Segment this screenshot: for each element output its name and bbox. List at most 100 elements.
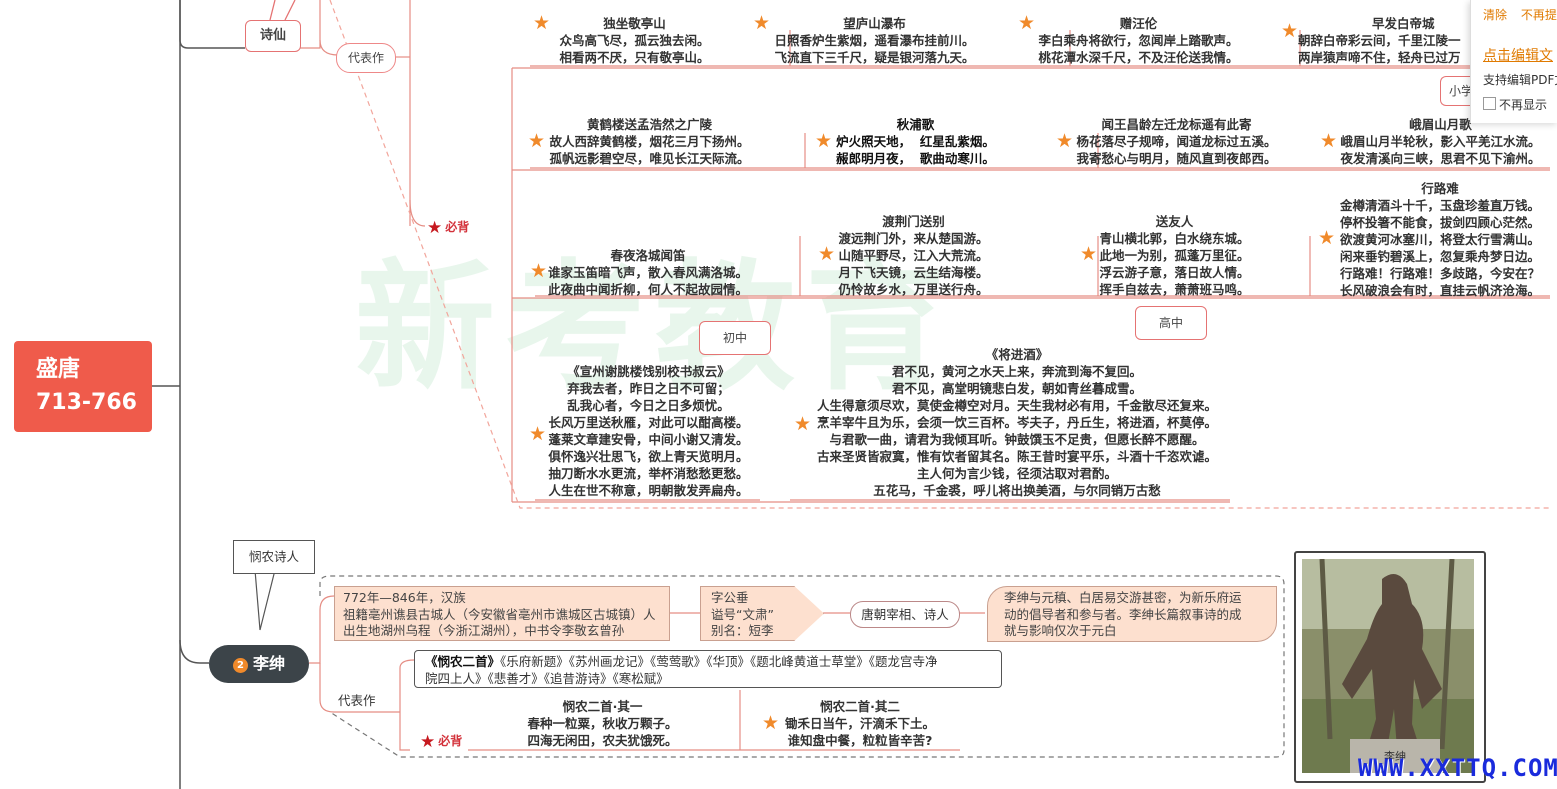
works-line: 《悯农二首》《乐府新题》《苏州画龙记》《莺莺歌》《华顶》《题北峰黄道士草堂》《题… <box>425 653 991 670</box>
era-node[interactable]: 盛唐 713-766 <box>14 341 152 432</box>
poem-minnong-1[interactable]: 悯农二首·其一 春种一粒粟，秋收万颗子。 四海无闲田，农夫犹饿死。 <box>520 698 685 749</box>
poem-jiangjinjiu[interactable]: 《将进酒》 君不见，黄河之水天上来，奔流到海不复回。 君不见，高堂明镜悲白发，朝… <box>812 346 1222 499</box>
edit-link[interactable]: 点击编辑文 <box>1483 48 1553 64</box>
poem-line: 月下飞天镜，云生结海楼。 <box>838 265 989 280</box>
works-line-2: 院四上人》《悲善才》《追昔游诗》《寒松赋》 <box>425 671 669 686</box>
poem-title: 闻王昌龄左迁龙标遥有此寄 <box>1101 117 1252 132</box>
no-show-checkbox[interactable] <box>1483 97 1496 110</box>
li-shen-works-label[interactable]: 代表作 <box>338 690 376 709</box>
poem-wangchangling[interactable]: 闻王昌龄左迁龙标遥有此寄 杨花落尽子规啼，闻道龙标过五溪。 我寄愁心与明月，随风… <box>1074 116 1279 167</box>
poem-title: 峨眉山月歌 <box>1409 117 1472 132</box>
poem-qiupu[interactable]: 秋浦歌 炉火照天地， 红星乱紫烟。 赧郎明月夜， 歌曲动寒川。 <box>833 116 998 167</box>
poem-line: 两岸猿声啼不住，轻舟已过万 <box>1298 50 1461 65</box>
site-watermark: WWW.XXTTQ.COM <box>1358 754 1557 782</box>
li-bai-label[interactable]: 诗仙 <box>245 20 301 52</box>
star-icon: ★ <box>529 423 547 445</box>
li-bai-works-label[interactable]: 代表作 <box>336 43 396 73</box>
li-shen-must-text: 必背 <box>438 734 463 748</box>
clear-button[interactable]: 清除 <box>1483 8 1508 22</box>
works-rest: 《乐府新题》《苏州画龙记》《莺莺歌》《华顶》《题北峰黄道士草堂》《题龙宫寺净 <box>500 654 938 669</box>
poem-line: 俱怀逸兴壮思飞，欲上青天览明月。 <box>548 449 749 464</box>
poem-wanglun[interactable]: 赠汪伦 李白乘舟将欲行，忽闻岸上踏歌声。 桃花潭水深千尺，不及汪伦送我情。 <box>1036 15 1241 66</box>
poem-line: 挥手自兹去，萧萧班马鸣。 <box>1099 282 1250 297</box>
order-number-badge: 2 <box>232 658 248 673</box>
poem-xiantiao[interactable]: 《宣州谢朓楼饯别校书叔云》 弃我去者，昨日之日不可留； 乱我心者，今日之日多烦忧… <box>546 363 751 499</box>
bio-line: 772年—846年，汉族 <box>343 590 466 605</box>
poem-line: 君不见，高堂明镜悲白发，朝如青丝暮成雪。 <box>891 381 1142 396</box>
star-icon: ★ <box>1320 130 1338 152</box>
li-shen-node[interactable]: 2 李绅 <box>209 645 309 683</box>
bio-line: 祖籍亳州谯县古城人（今安徽省亳州市谯城区古城镇）人 <box>343 606 656 622</box>
level-junior-bubble[interactable]: 初中 <box>699 321 771 355</box>
poem-line: 故人西辞黄鹤楼，烟花三月下扬州。 <box>549 134 750 149</box>
poem-line: 众鸟高飞尽，孤云独去闲。 <box>559 33 710 48</box>
poem-line: 闲来垂钓碧溪上，忽复乘舟梦日边。 <box>1339 249 1540 264</box>
poem-title: 《宣州谢朓楼饯别校书叔云》 <box>567 364 730 379</box>
li-shen-desc[interactable]: 李绅与元稹、白居易交游甚密，为新乐府运 动的倡导者和参与者。李绅长篇叙事诗的成 … <box>987 586 1277 642</box>
star-icon: ★ <box>1018 12 1036 34</box>
poem-line: 长风破浪会有时，直挂云帆济沧海。 <box>1339 283 1540 298</box>
poem-line: 乱我心者，今日之日多烦忧。 <box>567 398 730 413</box>
level-senior-bubble[interactable]: 高中 <box>1135 306 1207 340</box>
poem-line: 峨眉山月半轮秋，影入平羌江水流。 <box>1340 134 1541 149</box>
poem-line: 渡远荆门外，来从楚国游。 <box>838 231 989 246</box>
poem-line: 日照香炉生紫烟，遥看瀑布挂前川。 <box>774 33 975 48</box>
poem-line: 与君歌一曲，请君为我倾耳听。钟鼓馔玉不足贵，但愿长醉不愿醒。 <box>829 432 1205 447</box>
li-shen-bio[interactable]: 772年—846年，汉族 祖籍亳州谯县古城人（今安徽省亳州市谯城区古城镇）人 出… <box>334 586 670 641</box>
star-icon: ★ <box>530 260 548 282</box>
bio-line: 出生地湖州乌程（今浙江湖州），中书令李敬玄曾孙 <box>343 623 625 638</box>
era-name: 盛唐 <box>36 357 81 382</box>
li-shen-label[interactable]: 悯农诗人 <box>233 540 315 574</box>
poem-xinglunan[interactable]: 行路难 金樽清酒斗十千，玉盘珍羞直万钱。 停杯投箸不能食，拔剑四顾心茫然。 欲渡… <box>1335 180 1545 299</box>
statue-label: 李绅 <box>1384 749 1406 763</box>
poem-title: 独坐敬亭山 <box>603 16 666 31</box>
star-icon: ★ <box>815 130 833 152</box>
star-icon: ★ <box>528 130 546 152</box>
works-first: 《悯农二首》 <box>425 654 501 669</box>
poem-luocheng[interactable]: 春夜洛城闻笛 谁家玉笛暗飞声，散入春风满洛城。 此夜曲中闻折柳，何人不起故园情。 <box>548 247 748 298</box>
li-shen-names[interactable]: 字公垂 谥号“文肃” 别名：短李 <box>700 586 824 641</box>
star-icon: ★ <box>1281 20 1299 42</box>
poem-dute[interactable]: 独坐敬亭山 众鸟高飞尽，孤云独去闲。 相看两不厌，只有敬亭山。 <box>552 15 717 66</box>
poem-line: 仍怜故乡水，万里送行舟。 <box>838 282 989 297</box>
poem-line: 欲渡黄河冰塞川，将登太行雪满山。 <box>1339 232 1540 247</box>
poem-emei[interactable]: 峨眉山月歌 峨眉山月半轮秋，影入平羌江水流。 夜发清溪向三峡，思君不见下渝州。 <box>1338 116 1543 167</box>
level-primary-text: 小学 <box>1449 84 1474 98</box>
poem-line: 此夜曲中闻折柳，何人不起故园情。 <box>548 282 749 297</box>
li-shen-name: 李绅 <box>252 654 285 673</box>
poem-line: 金樽清酒斗十千，玉盘珍羞直万钱。 <box>1339 198 1540 213</box>
poem-line: 桃花潭水深千尺，不及汪伦送我情。 <box>1038 50 1239 65</box>
poem-line: 长风万里送秋雁，对此可以酣高楼。 <box>548 415 749 430</box>
poem-line: 浮云游子意，落日故人情。 <box>1099 265 1250 280</box>
poem-lushan[interactable]: 望庐山瀑布 日照香炉生紫烟，遥看瀑布挂前川。 飞流直下三千尺，疑是银河落九天。 <box>772 15 977 66</box>
star-icon: ★ <box>762 712 780 734</box>
poem-line: 赧郎明月夜， 歌曲动寒川。 <box>836 151 995 166</box>
level-senior-text: 高中 <box>1158 316 1183 330</box>
poem-line: 人生在世不称意，明朝散发弄扁舟。 <box>548 483 749 498</box>
poem-title: 春夜洛城闻笛 <box>610 248 686 263</box>
poem-title: 悯农二首·其二 <box>820 699 900 714</box>
poem-jingmen[interactable]: 渡荆门送别 渡远荆门外，来从楚国游。 山随平野尽，江入大荒流。 月下飞天镜，云生… <box>836 213 991 298</box>
li-shen-title[interactable]: 唐朝宰相、诗人 <box>850 601 960 628</box>
li-shen-works-box[interactable]: 《悯农二首》《乐府新题》《苏州画龙记》《莺莺歌》《华顶》《题北峰黄道士草堂》《题… <box>414 650 1002 688</box>
poem-huanghelou[interactable]: 黄鹤楼送孟浩然之广陵 故人西辞黄鹤楼，烟花三月下扬州。 孤帆远影碧空尽，唯见长江… <box>547 116 752 167</box>
poem-line: 炉火照天地， 红星乱紫烟。 <box>836 134 995 149</box>
li-bai-must-recite[interactable]: ★必背 <box>427 218 469 238</box>
star-icon: ★ <box>753 12 771 34</box>
poem-title: 黄鹤楼送孟浩然之广陵 <box>586 117 712 132</box>
poem-line: 弃我去者，昨日之日不可留； <box>567 381 730 396</box>
no-show-top-button[interactable]: 不再提示 <box>1520 8 1557 22</box>
poem-line: 春种一粒粟，秋收万颗子。 <box>527 716 678 731</box>
poem-title: 早发白帝城 <box>1372 16 1435 31</box>
era-years: 713-766 <box>36 390 137 415</box>
poem-baidi[interactable]: 早发白帝城 朝辞白帝彩云间，千里江陵一 两岸猿声啼不住，轻舟已过万 <box>1298 15 1470 66</box>
poem-minnong-2[interactable]: 悯农二首·其二 锄禾日当午，汗滴禾下土。 谁知盘中餐，粒粒皆辛苦? <box>780 698 940 749</box>
star-icon: ★ <box>1080 243 1098 265</box>
poem-line: 我寄愁心与明月，随风直到夜郎西。 <box>1076 151 1277 166</box>
desc-line: 动的倡导者和参与者。李绅长篇叙事诗的成 <box>1004 606 1242 622</box>
li-shen-must-recite[interactable]: ★必背 <box>420 732 462 752</box>
desc-line: 李绅与元稹、白居易交游甚密，为新乐府运 <box>1004 590 1242 605</box>
poem-title: 秋浦歌 <box>896 117 935 132</box>
poem-youren[interactable]: 送友人 青山横北郭，白水绕东城。 此地一为别，孤蓬万里征。 浮云游子意，落日故人… <box>1097 213 1252 298</box>
poem-line: 朝辞白帝彩云间，千里江陵一 <box>1298 33 1461 48</box>
